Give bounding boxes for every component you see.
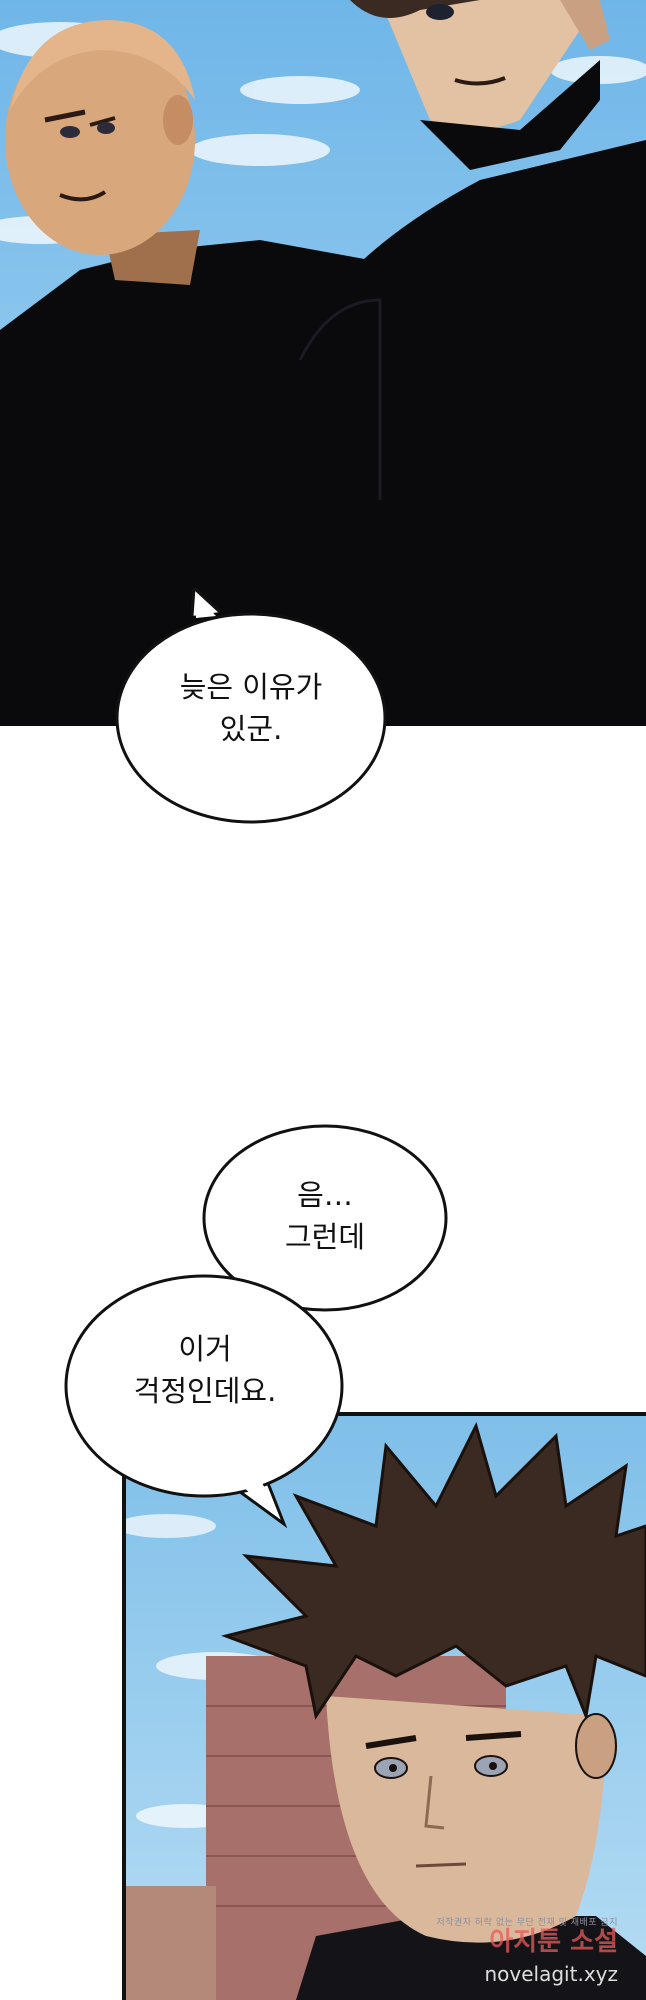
bubble-line: 음…	[297, 1178, 353, 1212]
bubble-line: 걱정인데요.	[133, 1374, 277, 1408]
speech-bubble-shape	[202, 1124, 448, 1312]
bubble-line: 있군.	[219, 712, 283, 746]
speech-bubble-shape	[115, 588, 387, 824]
top-panel-art	[0, 0, 646, 726]
top-comic-panel	[0, 0, 646, 726]
speech-bubble-hmm: 음… 그런데	[200, 1122, 450, 1314]
spiky-haired-man-figure	[220, 1421, 646, 2000]
dark-haired-man-figure	[270, 0, 646, 726]
bottom-comic-panel: 저작권자 허락 없는 무단 전재 및 재배포 금지 아지툰 소설 novelag…	[122, 1412, 646, 2000]
bottom-panel-art	[126, 1416, 646, 2000]
speech-bubble-shape	[64, 1274, 344, 1528]
watermark-notice: 저작권자 허락 없는 무단 전재 및 재배포 금지	[436, 1918, 618, 1928]
watermark-url: novelagit.xyz	[484, 1962, 619, 1986]
bubble-line: 이거	[178, 1332, 232, 1366]
bubble-line: 그런데	[284, 1220, 366, 1254]
speech-bubble-late-reason: 늦은 이유가 있군.	[112, 588, 390, 834]
speech-bubble-worried: 이거 걱정인데요.	[62, 1268, 348, 1528]
bubble-line: 늦은 이유가	[179, 670, 323, 704]
watermark-brand: 아지툰 소설	[489, 1927, 618, 1957]
